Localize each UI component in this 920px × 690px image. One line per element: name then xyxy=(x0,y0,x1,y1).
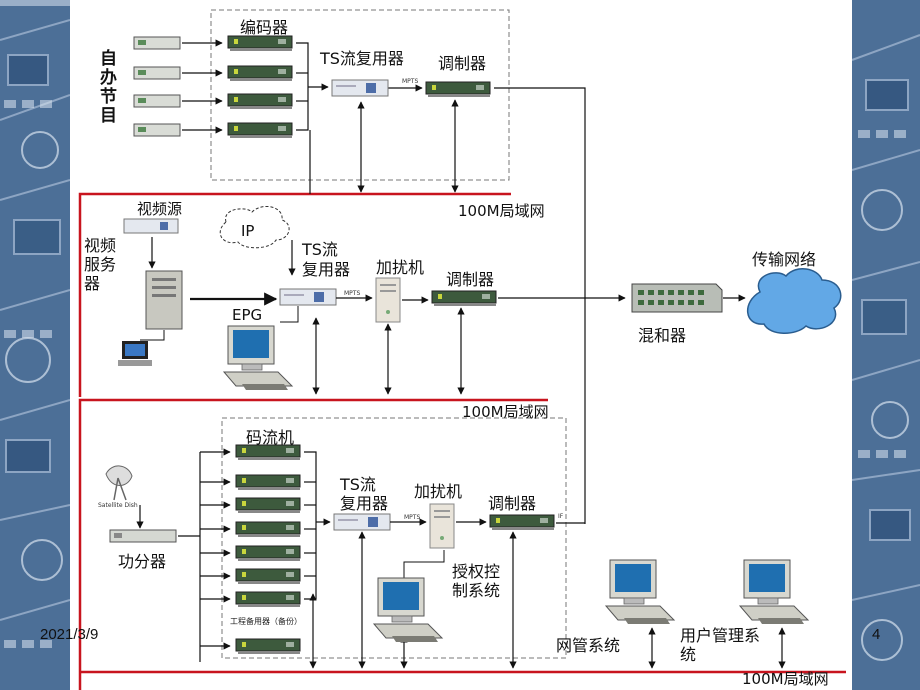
stream-dashed-box xyxy=(221,417,567,659)
scrambler-mid-device xyxy=(375,277,401,323)
video-source-device xyxy=(123,218,179,234)
scrambler-mid-label: 加扰机 xyxy=(376,258,425,277)
splitter-label: 功分器 xyxy=(118,552,167,571)
transmission-cloud xyxy=(746,268,842,334)
self-programs-label: 自办节目 xyxy=(100,49,117,126)
left-decor-art xyxy=(0,0,70,690)
mpts-label-2: MPTS xyxy=(344,290,361,297)
right-decor-art xyxy=(852,0,920,690)
stream-machine-label: 码流机 xyxy=(246,428,295,447)
program-source-devices xyxy=(133,36,181,137)
network-mgmt-label: 网管系统 xyxy=(556,636,621,655)
modulator-bot-label: 调制器 xyxy=(488,494,537,513)
encoder-racks xyxy=(227,35,293,139)
ts-mux-mid-label-1: TS流 xyxy=(302,240,338,259)
ts-mux-bot-label-1: TS流 xyxy=(340,475,376,494)
page-number: 4 xyxy=(872,626,881,643)
ts-mux-bot-device xyxy=(333,513,391,531)
mixer-label: 混和器 xyxy=(638,326,687,345)
scrambler-bot-label: 加扰机 xyxy=(414,482,463,501)
video-server-tower xyxy=(145,270,183,330)
ts-mux-bot-label-2: 复用器 xyxy=(340,494,389,513)
transmission-network-label: 传输网络 xyxy=(752,250,817,269)
right-decor-panel xyxy=(852,0,920,690)
mpts-label-3: MPTS xyxy=(404,514,421,521)
lan-line-2 xyxy=(78,398,548,690)
ts-mux-top-label: TS流复用器 xyxy=(320,49,404,68)
backup-caption: 工程备用器（备份） xyxy=(230,617,302,626)
left-decor-panel xyxy=(0,0,70,690)
lan-label-2: 100M局域网 xyxy=(462,403,549,421)
epg-label: EPG xyxy=(232,306,263,324)
satellite-dish xyxy=(105,465,133,501)
ts-mux-top-device xyxy=(331,79,389,97)
ip-label: IP xyxy=(241,222,255,240)
auth-control-computer xyxy=(373,577,443,643)
mixer-device xyxy=(631,283,723,313)
auth-control-label: 授权控制系统 xyxy=(452,562,501,600)
mpts-label-1: MPTS xyxy=(402,78,419,85)
ts-mux-mid-label-2: 复用器 xyxy=(302,260,351,279)
modulator-top-label: 调制器 xyxy=(438,54,487,73)
modulator-mid-label: 调制器 xyxy=(446,270,495,289)
lan-label-1: 100M局域网 xyxy=(458,202,545,220)
modulator-bot-device xyxy=(489,514,555,531)
modulator-top-device xyxy=(425,81,491,98)
epg-computer xyxy=(223,325,293,391)
if-label: IF xyxy=(558,513,564,520)
user-mgmt-computer xyxy=(739,559,809,625)
lan-line-1 xyxy=(78,192,511,397)
modulator-mid-device xyxy=(431,290,497,307)
power-splitter-device xyxy=(109,529,177,543)
ts-mux-mid-device xyxy=(279,288,337,306)
ip-cloud xyxy=(219,205,290,249)
satellite-caption: Satellite Dish xyxy=(98,502,138,509)
footer-date: 2021/3/9 xyxy=(40,626,99,643)
encoder-label: 编码器 xyxy=(240,18,289,37)
network-mgmt-computer xyxy=(605,559,675,625)
video-server-label: 视频服务器 xyxy=(84,236,117,293)
small-terminal xyxy=(118,341,152,366)
user-mgmt-label: 用户管理系统 xyxy=(680,626,761,664)
lan-label-3: 100M局域网 xyxy=(742,670,829,688)
scrambler-bot-device xyxy=(429,503,455,549)
video-source-label: 视频源 xyxy=(137,200,183,218)
